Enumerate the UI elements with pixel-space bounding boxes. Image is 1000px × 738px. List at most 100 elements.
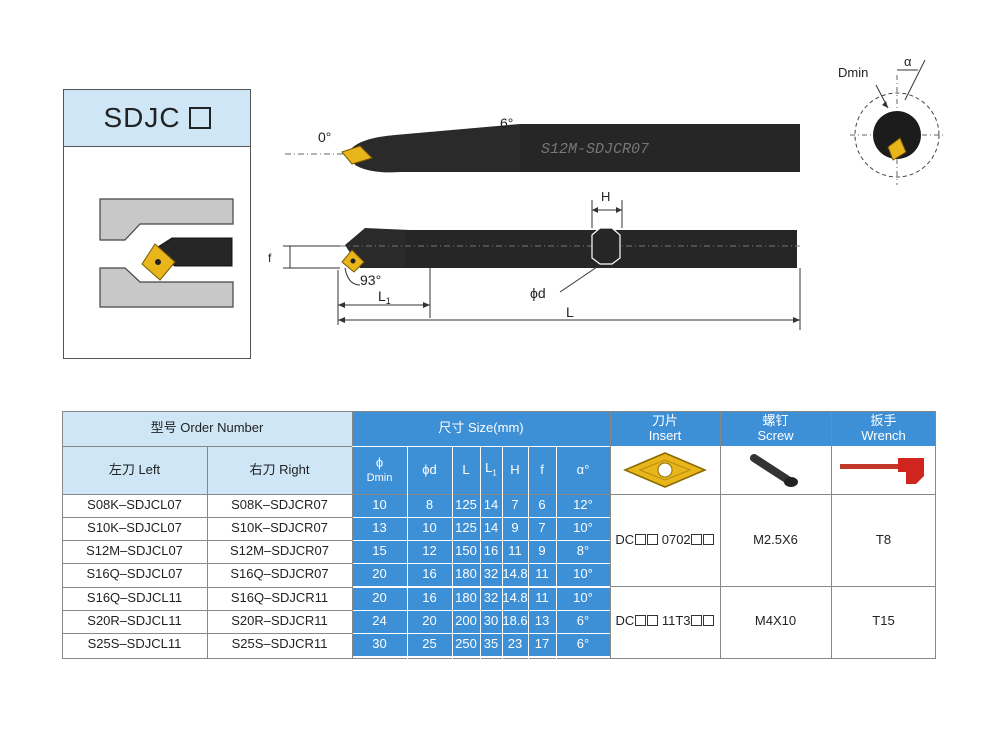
grid-line [207, 446, 208, 659]
bar-marking: S12M-SDJCR07 [541, 141, 649, 158]
row-f-5: 13 [528, 610, 556, 633]
square-glyph [188, 107, 211, 129]
row-f-3: 11 [528, 563, 556, 586]
title-header: SDJC [64, 90, 250, 147]
row-dmin-1: 13 [352, 517, 407, 540]
dim-H-label: H [601, 189, 610, 204]
row-d-1: 10 [407, 517, 452, 540]
col-L: L [452, 446, 480, 494]
row-L-0: 125 [452, 494, 480, 517]
dim-phid-label: ϕd [530, 285, 546, 301]
row-dmin-4: 20 [352, 587, 407, 610]
dim-f-label: f [268, 251, 272, 265]
dim-L-label: L [566, 304, 574, 320]
grid-line [452, 446, 453, 659]
row-H-3: 14.8 [502, 563, 528, 586]
row-L1-5: 30 [480, 610, 502, 633]
row-dmin-2: 15 [352, 540, 407, 563]
grid-line [352, 517, 610, 518]
row-d-0: 8 [407, 494, 452, 517]
dim-L1-label: L1 [378, 288, 391, 306]
grid-line [62, 411, 936, 412]
row-d-2: 12 [407, 540, 452, 563]
angle-6-label: 6° [500, 115, 513, 131]
row-a-2: 8° [556, 540, 610, 563]
row-right-5: S20R–SDJCR11 [207, 610, 352, 633]
dim-93-label: 93° [360, 272, 381, 288]
row-H-1: 9 [502, 517, 528, 540]
row-L-2: 150 [452, 540, 480, 563]
dmin-label: Dmin [838, 65, 868, 80]
col-left: 左刀 Left [62, 446, 207, 494]
screw-group-2: M4X10 [720, 587, 831, 656]
row-right-0: S08K–SDJCR07 [207, 494, 352, 517]
row-H-4: 14.8 [502, 587, 528, 610]
row-L-6: 250 [452, 633, 480, 656]
angle-0-label: 0° [318, 129, 331, 145]
row-a-6: 6° [556, 633, 610, 656]
row-left-4: S16Q–SDJCL11 [62, 587, 207, 610]
grid-line [935, 411, 936, 659]
wrench-image [831, 446, 936, 494]
grid-line [352, 540, 610, 541]
insert-image [610, 446, 720, 494]
grid-line [352, 633, 610, 634]
col-H: H [502, 446, 528, 494]
row-a-4: 10° [556, 587, 610, 610]
row-L-5: 200 [452, 610, 480, 633]
row-dmin-3: 20 [352, 563, 407, 586]
row-a-1: 10° [556, 517, 610, 540]
dmin-view: Dmin α [838, 54, 945, 185]
tool-side-view: H f 93° L1 L ϕd [268, 189, 801, 330]
row-d-4: 16 [407, 587, 452, 610]
header-size: 尺寸 Size(mm) [352, 411, 610, 446]
grid-line [352, 563, 610, 564]
row-H-6: 23 [502, 633, 528, 656]
row-L-1: 125 [452, 517, 480, 540]
grid-line [610, 586, 936, 587]
row-a-0: 12° [556, 494, 610, 517]
row-right-1: S10K–SDJCR07 [207, 517, 352, 540]
boring-illustration [99, 198, 234, 308]
row-f-1: 7 [528, 517, 556, 540]
grid-line [407, 446, 408, 659]
row-right-3: S16Q–SDJCR07 [207, 563, 352, 586]
row-d-5: 20 [407, 610, 452, 633]
row-L1-0: 14 [480, 494, 502, 517]
col-L1: L1 [480, 446, 502, 494]
grid-line [62, 658, 936, 659]
row-L-4: 180 [452, 587, 480, 610]
row-left-2: S12M–SDJCL07 [62, 540, 207, 563]
row-H-0: 7 [502, 494, 528, 517]
row-left-3: S16Q–SDJCL07 [62, 563, 207, 586]
title-panel: SDJC [63, 89, 251, 359]
col-right: 右刀 Right [207, 446, 352, 494]
col-alpha: α° [556, 446, 610, 494]
row-L1-2: 16 [480, 540, 502, 563]
grid-line [502, 446, 503, 659]
col-f: f [528, 446, 556, 494]
row-H-5: 18.6 [502, 610, 528, 633]
technical-drawing: S12M-SDJCR07 0° 6° H f 93° L1 L [99, 54, 945, 330]
header-order-number: 型号 Order Number [62, 411, 352, 446]
wrench-group-1: T8 [831, 494, 936, 586]
row-f-0: 6 [528, 494, 556, 517]
grid-line [352, 411, 353, 659]
tool-top-view: S12M-SDJCR07 0° 6° [285, 115, 800, 173]
row-dmin-0: 10 [352, 494, 407, 517]
wrench-group-2: T15 [831, 587, 936, 656]
screw-group-1: M2.5X6 [720, 494, 831, 586]
row-d-6: 25 [407, 633, 452, 656]
row-d-3: 16 [407, 563, 452, 586]
col-d: ϕd [407, 446, 452, 494]
grid-line [352, 587, 610, 588]
screw-image [720, 446, 831, 494]
row-left-0: S08K–SDJCL07 [62, 494, 207, 517]
grid-line [480, 446, 481, 659]
insert-group-1: DC 0702 [610, 494, 720, 586]
row-H-2: 11 [502, 540, 528, 563]
